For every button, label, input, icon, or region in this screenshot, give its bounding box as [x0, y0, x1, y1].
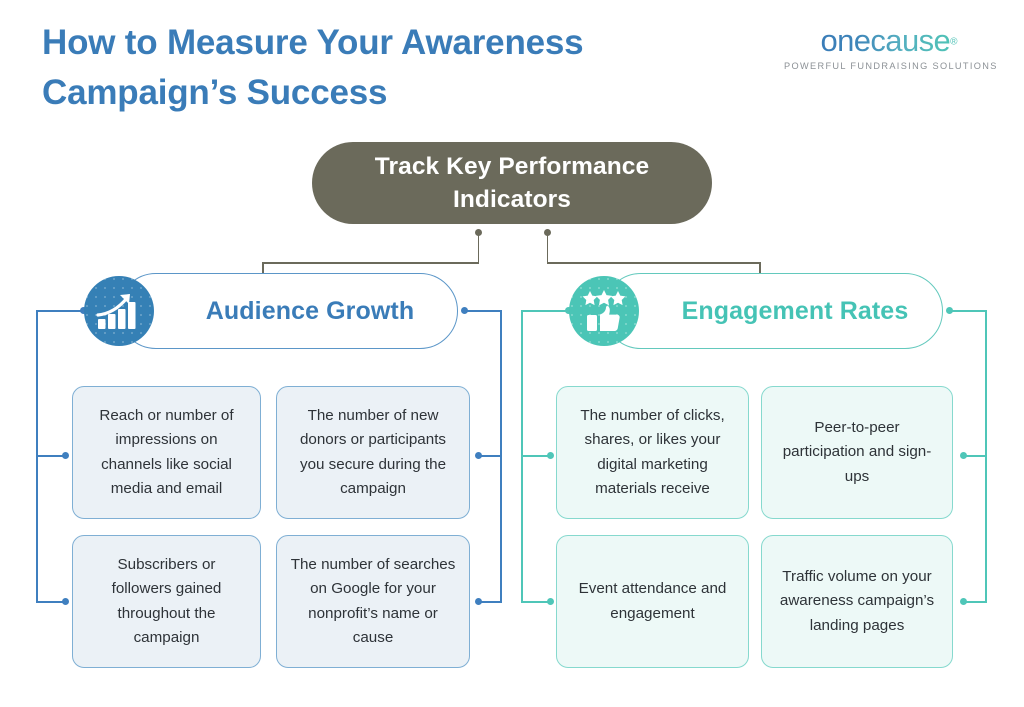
connector-dot-engagement-card3 [547, 598, 554, 605]
connector-engagement-right-to-card4 [965, 601, 987, 603]
connector-audience-right-to-card2 [480, 455, 502, 457]
card-audience-item-3-text: Subscribers or followers gained througho… [111, 555, 222, 647]
connector-root-left-drop [262, 262, 264, 281]
connector-dot-engagement-card1 [547, 452, 554, 459]
bar-chart-growth-icon [84, 276, 154, 346]
card-engagement-item-4-text: Traffic volume on your awareness campaig… [779, 567, 935, 634]
card-engagement-item-1-text: The number of clicks, shares, or likes y… [580, 406, 725, 498]
connector-audience-left-to-card1 [36, 455, 64, 457]
logo-wordmark-wrap: onecause® [784, 24, 994, 58]
card-audience-item-4-text: The number of searches on Google for you… [290, 555, 456, 647]
connector-dot-engagement-card4 [960, 598, 967, 605]
card-engagement-item-1[interactable]: The number of clicks, shares, or likes y… [556, 386, 749, 519]
connector-dot-audience-card1 [62, 452, 69, 459]
connector-engagement-right-to-card2 [965, 455, 987, 457]
page-title: How to Measure Your Awareness Campaign’s… [42, 18, 702, 118]
card-engagement-item-2-text: Peer-to-peer participation and sign-ups [782, 418, 932, 485]
card-audience-item-2[interactable]: The number of new donors or participants… [276, 386, 470, 519]
branch-header-engagement-rates-label: Engagement Rates [681, 296, 909, 325]
card-engagement-item-4[interactable]: Traffic volume on your awareness campaig… [761, 535, 953, 668]
connector-root-left-horizontal [262, 262, 479, 264]
connector-dot-audience-header-right [461, 307, 468, 314]
branch-header-audience-growth[interactable]: Audience Growth [118, 273, 458, 349]
registered-trademark-icon: ® [950, 36, 958, 48]
card-engagement-item-2[interactable]: Peer-to-peer participation and sign-ups [761, 386, 953, 519]
card-audience-item-1-text: Reach or number of impressions on channe… [99, 406, 234, 498]
connector-dot-engagement-card2 [960, 452, 967, 459]
root-node-track-kpis: Track Key Performance Indicators [312, 142, 712, 224]
card-audience-item-3[interactable]: Subscribers or followers gained througho… [72, 535, 261, 668]
connector-audience-left-to-card3 [36, 601, 64, 603]
connector-audience-right-to-card4 [480, 601, 502, 603]
connector-root-left-vertical [477, 232, 480, 263]
connector-dot-audience-header-left [80, 307, 87, 314]
connector-audience-left-to-header [36, 310, 82, 312]
card-audience-item-1[interactable]: Reach or number of impressions on channe… [72, 386, 261, 519]
connector-dot-audience-card4 [475, 598, 482, 605]
branch-header-engagement-rates[interactable]: Engagement Rates [603, 273, 943, 349]
connector-engagement-left-to-card1 [521, 455, 549, 457]
connector-audience-right-to-header [464, 310, 502, 312]
connector-root-right-vertical [546, 232, 549, 263]
page-title-line-1: How to Measure Your Awareness [42, 23, 584, 62]
connector-engagement-right-to-header [949, 310, 987, 312]
logo-tagline: POWERFUL FUNDRAISING SOLUTIONS [784, 61, 998, 71]
card-audience-item-2-text: The number of new donors or participants… [299, 406, 447, 498]
card-engagement-item-3-text: Event attendance and engagement [578, 580, 727, 622]
logo-wordmark: onecause [820, 23, 951, 58]
connector-engagement-left-to-header [521, 310, 567, 312]
page-title-line-2: Campaign’s Success [42, 73, 388, 112]
root-node-label: Track Key Performance Indicators [374, 153, 650, 213]
connector-dot-engagement-header-right [946, 307, 953, 314]
onecause-logo: onecause® POWERFUL FUNDRAISING SOLUTIONS [784, 24, 998, 72]
card-audience-item-4[interactable]: The number of searches on Google for you… [276, 535, 470, 668]
thumbs-up-stars-icon [569, 276, 639, 346]
connector-dot-engagement-header-left [565, 307, 572, 314]
connector-root-right-drop [759, 262, 761, 281]
connector-dot-audience-card3 [62, 598, 69, 605]
card-engagement-item-3[interactable]: Event attendance and engagement [556, 535, 749, 668]
connector-dot-audience-card2 [475, 452, 482, 459]
branch-header-audience-growth-label: Audience Growth [205, 296, 415, 325]
connector-engagement-left-to-card3 [521, 601, 549, 603]
connector-root-right-horizontal [546, 262, 761, 264]
